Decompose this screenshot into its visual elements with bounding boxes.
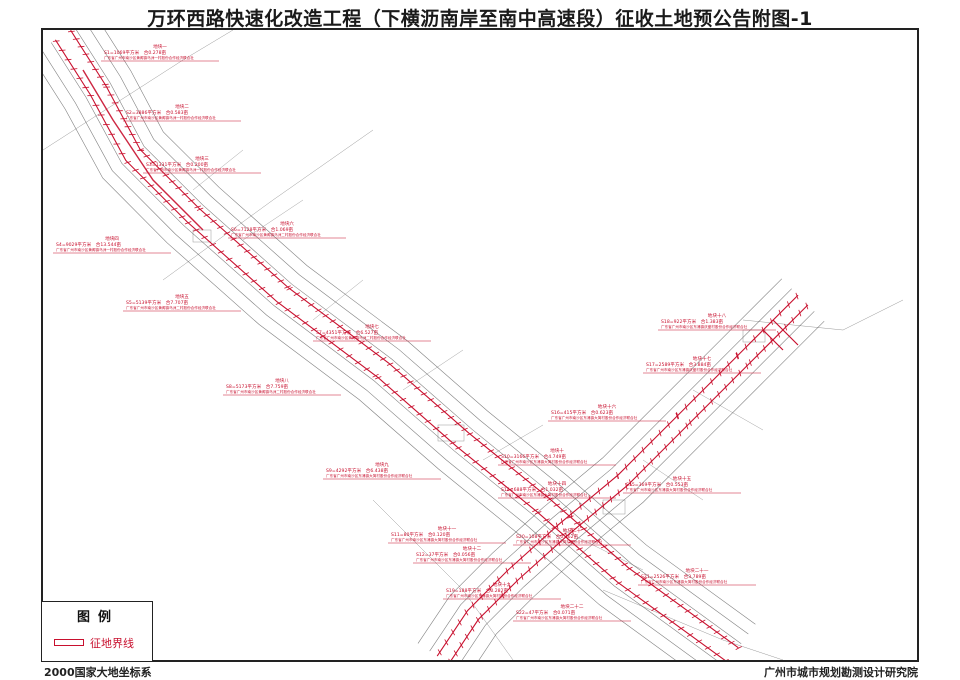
parcel-label-area: S1=1069平方米 合0.278亩 bbox=[104, 49, 166, 56]
parcel-label-area: S18=922平方米 合1.383亩 bbox=[661, 318, 723, 325]
parcel-label-name: 地块十七 bbox=[693, 355, 712, 362]
parcel-label-area: S21=2526平方米 合3.789亩 bbox=[641, 573, 706, 580]
context-road-d bbox=[602, 589, 784, 660]
parcel-label-name: 地块五 bbox=[175, 293, 189, 300]
parcel-label-owner: 广东省广州市南沙区黄阁镇乌洲一村股份合作经济联合社 bbox=[104, 55, 194, 60]
parcel-label-owner: 广东省广州市南沙区东涌镇大简村股份合作经济联合社 bbox=[501, 459, 588, 464]
road-edge-secondary-0 bbox=[478, 320, 825, 660]
building-2 bbox=[192, 229, 212, 243]
road-edge-main-2 bbox=[76, 30, 742, 644]
parcel-ticks-secondary-left bbox=[448, 302, 809, 660]
road-edge-secondary-1 bbox=[461, 311, 815, 660]
acquisition-boundary-secondary-1 bbox=[436, 294, 799, 657]
acquisition-strip-north bbox=[82, 69, 204, 231]
parcel-label-owner: 广东省广州市南沙区东涌镇大简村股份合作经济联合社 bbox=[391, 537, 478, 542]
parcel-label-area: S4=9029平方米 合13.544亩 bbox=[56, 241, 121, 248]
parcel-label-owner: 广东省广州市南沙区黄阁镇乌洲一村股份合作经济联合社 bbox=[146, 167, 236, 172]
lot-lines bbox=[192, 149, 764, 571]
road-edge-main-0 bbox=[104, 30, 756, 625]
parcel-label-owner: 广东省广州市南沙区东涌镇大简村股份合作经济联合社 bbox=[501, 492, 588, 497]
parcel-label-name: 地块十二 bbox=[463, 545, 482, 552]
parcel-ticks-main-left bbox=[68, 30, 742, 650]
parcel-label-owner: 广东省广州市南沙区东涌镇大简村股份合作经济联合社 bbox=[516, 615, 603, 620]
coordinate-system-note: 2000国家大地坐标系 bbox=[44, 666, 152, 679]
parcel-label-name: 地块九 bbox=[375, 461, 389, 468]
road-edge-main-1 bbox=[90, 30, 749, 635]
parcel-label-area: S5=5139平方米 合7.707亩 bbox=[126, 299, 188, 306]
parcel-label-name: 地块二 bbox=[175, 103, 189, 110]
building-1 bbox=[602, 499, 626, 515]
parcel-label-area: S22=47平方米 合0.071亩 bbox=[516, 609, 576, 616]
parcel-label-owner: 广东省广州市南沙区东涌镇大简村股份合作经济联合社 bbox=[626, 487, 713, 492]
parcel-label-name: 地块一 bbox=[153, 43, 167, 50]
parcel-label-area: S8=5173平方米 合7.759亩 bbox=[226, 383, 288, 390]
parcel-label-area: S17=2589平方米 合3.884亩 bbox=[646, 361, 711, 368]
parcel-label-area: S16=415平方米 合0.623亩 bbox=[551, 409, 613, 416]
parcel-label-name: 地块十六 bbox=[598, 403, 617, 410]
parcel-label-owner: 广东省广州市南沙区东涌镇大简村股份合作经济联合社 bbox=[326, 473, 413, 478]
parcel-label-name: 地块八 bbox=[275, 377, 289, 384]
road-edge-main-3 bbox=[50, 42, 717, 660]
legend: 图例 征地界线 bbox=[41, 601, 153, 662]
acquisition-strip-east bbox=[762, 319, 799, 351]
road-edge-secondary-2 bbox=[429, 288, 792, 652]
parcel-label-name: 地块十五 bbox=[673, 475, 692, 482]
parcel-label-name: 地块三 bbox=[195, 155, 209, 162]
parcel-label-owner: 广东省广州市南沙区黄阁镇乌洲二村股份合作经济联合社 bbox=[231, 232, 321, 237]
parcel-label-owner: 广东省广州市南沙区黄阁镇乌洲二村股份合作经济联合社 bbox=[316, 335, 406, 340]
parcel-label-name: 地块十八 bbox=[708, 312, 727, 319]
parcel-label-owner: 广东省广州市南沙区东涌镇大简村股份合作经济联合社 bbox=[416, 557, 503, 562]
parcel-label-name: 地块十一 bbox=[438, 525, 457, 532]
parcel-label-name: 地块十四 bbox=[548, 480, 567, 487]
parcel-label-area: S3=1331平方米 合0.200亩 bbox=[146, 161, 208, 168]
parcel-label-owner: 广东省广州市南沙区东涌镇庆盛村股份合作经济联合社 bbox=[646, 367, 733, 372]
parcel-label-area: S10=3166平方米 合4.749亩 bbox=[501, 453, 566, 460]
parcel-label-area: S2=3886平方米 合0.583亩 bbox=[126, 109, 188, 116]
legend-label-boundary: 征地界线 bbox=[90, 637, 134, 650]
parcel-label-area: S20=108平方米 合0.162亩 bbox=[516, 533, 578, 540]
road-edge-main-5 bbox=[43, 73, 676, 660]
parcel-label-area: S15=369平方米 合0.553亩 bbox=[626, 481, 688, 488]
parcel-label-area: S7=4351平方米 合6.527亩 bbox=[316, 329, 378, 336]
map-title: 万环西路快速化改造工程（下横沥南岸至南中高速段）征收土地预公告附图-1 bbox=[147, 8, 813, 30]
parcel-label-name: 地块四 bbox=[105, 235, 119, 242]
legend-swatch-boundary bbox=[54, 639, 84, 646]
road-edge-main-4 bbox=[43, 51, 697, 660]
parcel-label-owner: 广东省广州市南沙区黄阁镇乌洲一村股份合作经济联合社 bbox=[56, 247, 146, 252]
parcel-label-owner: 广东省广州市南沙区东涌镇大简村股份合作经济联合社 bbox=[516, 539, 603, 544]
parcel-label-area: S19=188平方米 合0.282亩 bbox=[446, 587, 508, 594]
parcel-ticks-secondary-right bbox=[437, 292, 799, 656]
context-road-c bbox=[372, 499, 514, 660]
road-edge-secondary-3 bbox=[417, 278, 783, 644]
acquisition-boundary-main-0 bbox=[70, 30, 739, 649]
parcel-label-name: 地块二十 bbox=[563, 527, 582, 534]
parcel-label-owner: 广东省广州市南沙区东涌镇庆盛村股份合作经济联合社 bbox=[661, 324, 748, 329]
parcel-label-name: 地块十 bbox=[550, 447, 564, 454]
parcel-label-owner: 广东省广州市南沙区东涌镇大简村股份合作经济联合社 bbox=[551, 415, 638, 420]
parcel-label-name: 地块二十二 bbox=[561, 603, 584, 610]
parcel-label-owner: 广东省广州市南沙区黄阁镇乌洲一村股份合作经济联合社 bbox=[126, 115, 216, 120]
parcel-label-name: 地块六 bbox=[280, 220, 294, 227]
parcel-label-area: S9=4292平方米 合6.438亩 bbox=[326, 467, 388, 474]
acquisition-boundary-main-1 bbox=[54, 39, 726, 660]
parcel-label-area: S11=80平方米 合0.120亩 bbox=[391, 531, 451, 538]
parcel-label-area: S6=7128平方米 合1.069亩 bbox=[231, 226, 293, 233]
parcel-label-area: S12=37平方米 合0.056亩 bbox=[416, 551, 476, 558]
acquisition-boundary-secondary-0 bbox=[450, 304, 809, 660]
legend-title: 图例 bbox=[76, 610, 119, 625]
parcel-label-owner: 广东省广州市南沙区黄阁镇乌洲二村股份合作经济联合社 bbox=[226, 389, 316, 394]
parcel-label-name: 地块七 bbox=[365, 323, 379, 330]
parcel-label-owner: 广东省广州市南沙区东涌镇大简村股份合作经济联合社 bbox=[446, 593, 533, 598]
context-road-a bbox=[43, 30, 234, 151]
context-road-b bbox=[162, 129, 374, 281]
parcel-ticks-main-right bbox=[52, 40, 729, 660]
parcel-label-name: 地块二十一 bbox=[686, 567, 709, 574]
institute-credit: 广州市城市规划勘测设计研究院 bbox=[764, 666, 918, 679]
parcel-label-area: S14=688平方米 合1.032亩 bbox=[501, 486, 563, 493]
parcel-label-owner: 广东省广州市南沙区黄阁镇乌洲二村股份合作经济联合社 bbox=[126, 305, 216, 310]
parcel-label-owner: 广东省广州市南沙区东涌镇大简村股份合作经济联合社 bbox=[641, 579, 728, 584]
parcel-label-name: 地块十九 bbox=[493, 581, 512, 588]
